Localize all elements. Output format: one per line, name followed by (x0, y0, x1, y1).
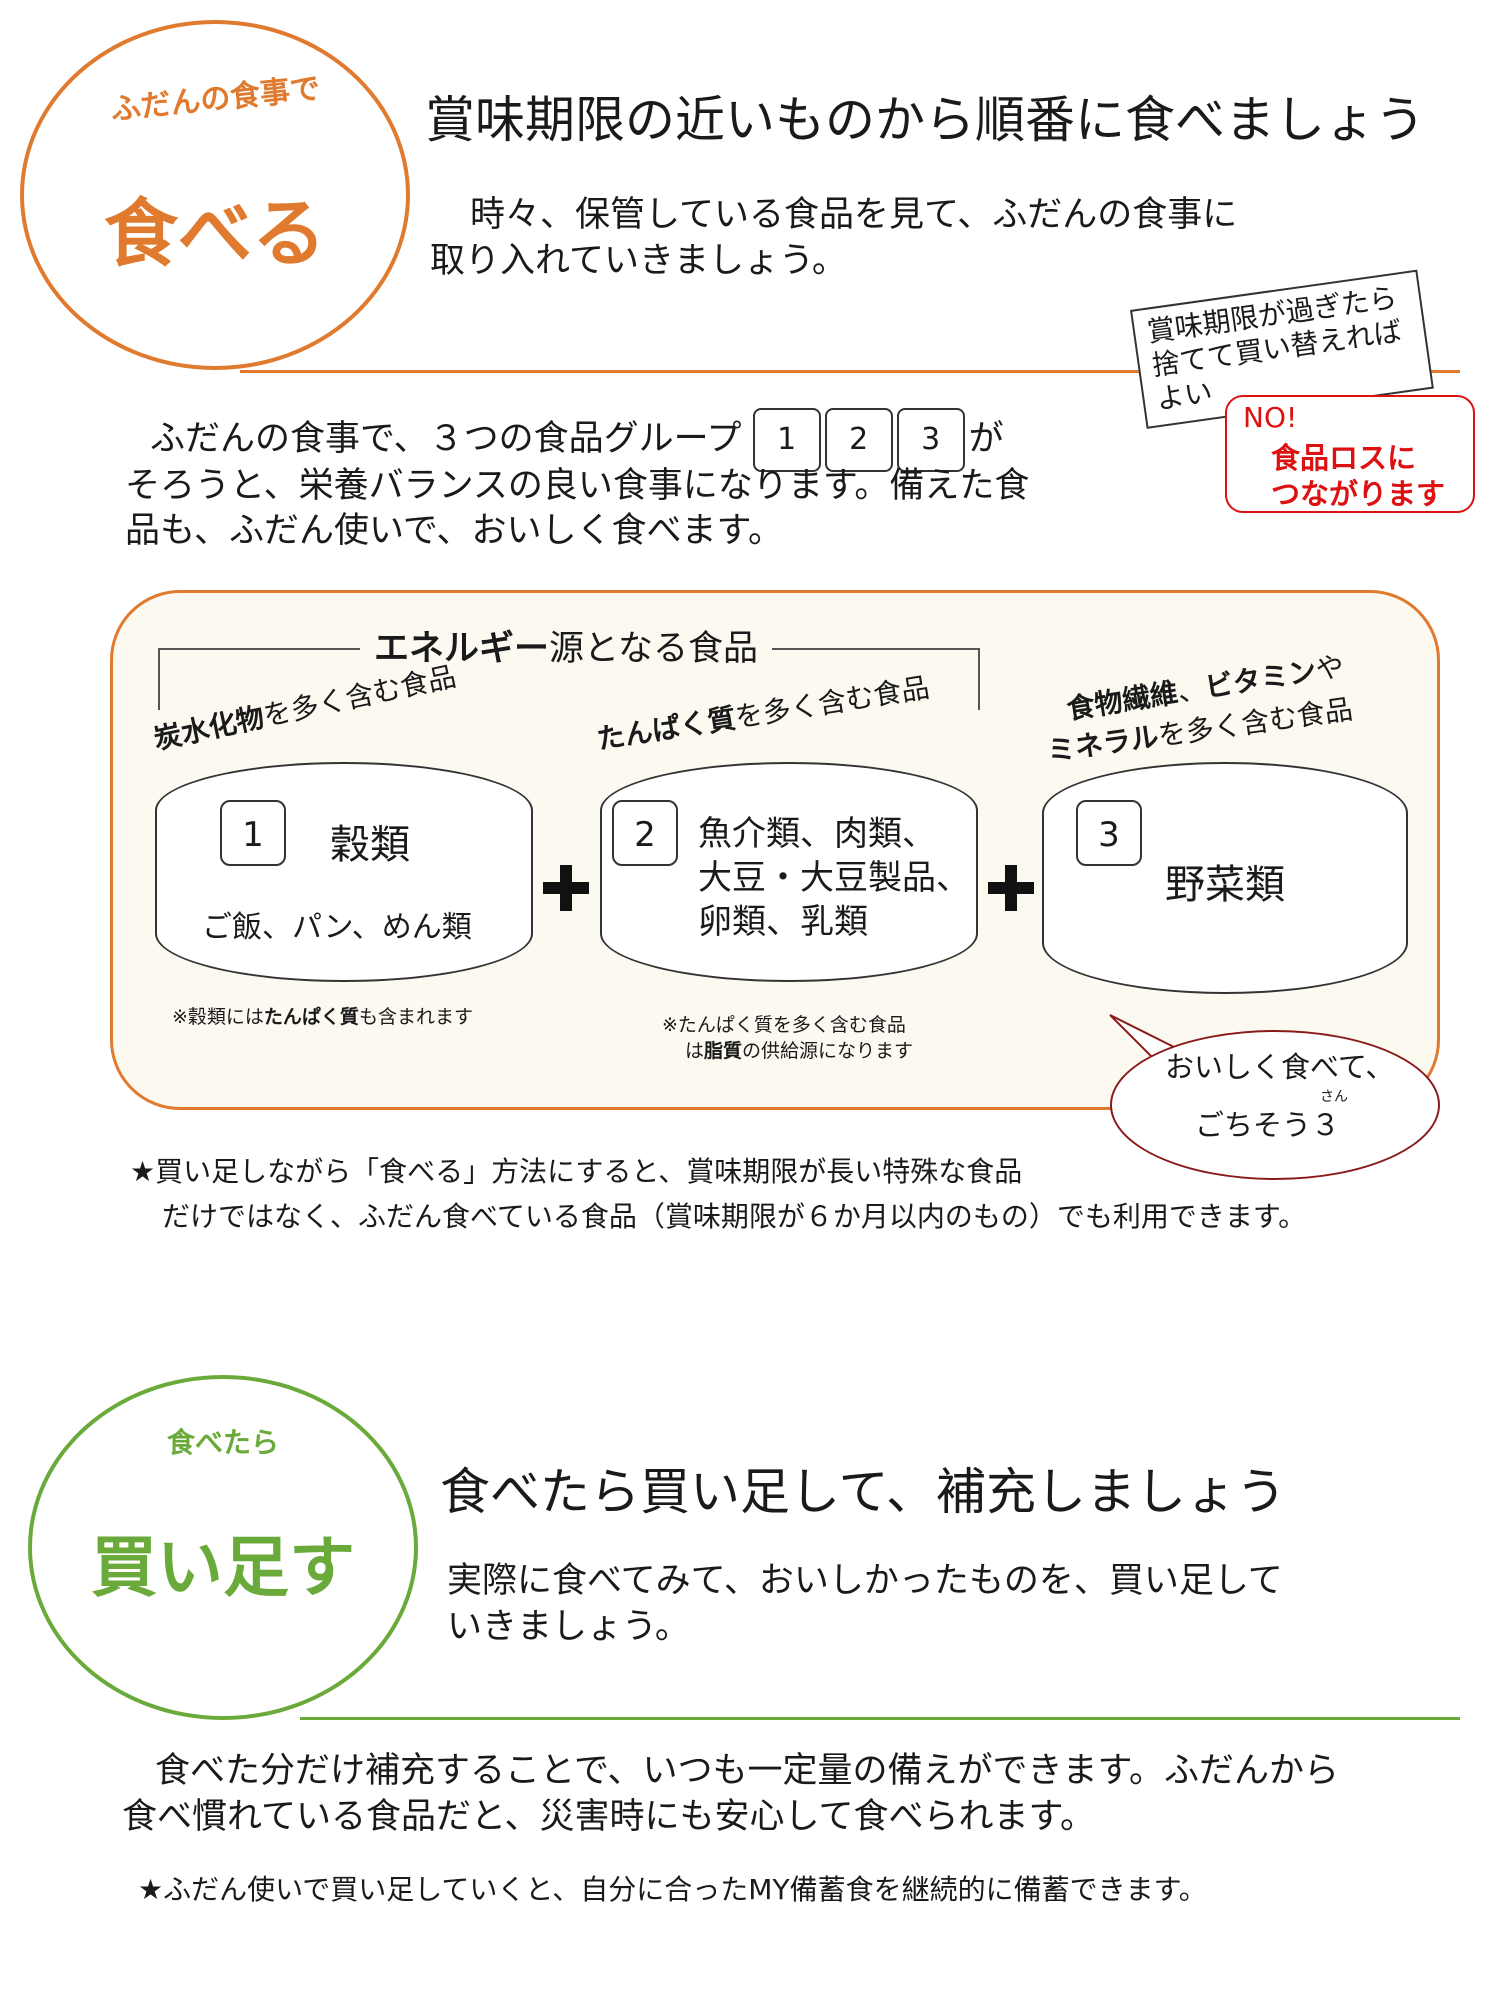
group2-name-line1: 魚介類、肉類、 (698, 814, 936, 854)
orange-divider (240, 370, 1460, 373)
group2-note-bold: 脂質 (704, 1040, 743, 1062)
energy-label-rest: 源となる食品 (549, 629, 758, 669)
eat-body-line1-post: が (968, 419, 1004, 459)
group3-number: 3 (1076, 800, 1142, 866)
buy-circle-subtitle: 食べたら (166, 1426, 279, 1459)
group2-name-line2: 大豆・大豆製品、 (698, 858, 970, 898)
warning-line1: 食品ロスに (1271, 441, 1417, 475)
warning-line2: つながります (1271, 477, 1446, 511)
speech-bubble (1110, 1030, 1440, 1180)
buy-circle-title: 買い足す (91, 1529, 355, 1606)
group2-name-line3: 卵類、乳類 (698, 902, 868, 942)
group1-number: 1 (220, 800, 286, 866)
eat-body-line1-pre: ふだんの食事で、３つの食品グループ (150, 419, 742, 459)
group3-name: 野菜類 (1165, 862, 1285, 908)
eat-star-line2: だけではなく、ふだん食べている食品（賞味期限が６か月以内のもの）でも利用できます… (162, 1200, 1307, 1233)
group2-note-pre: は (685, 1040, 705, 1062)
buy-intro-line2: いきましょう。 (447, 1607, 690, 1647)
group2-note-line1: ※たんぱく質を多く含む食品 (662, 1014, 906, 1036)
group-box-2: 2 (824, 408, 893, 472)
buy-star-line: ★ふだん使いで買い足していくと、自分に合ったMY備蓄食を継続的に備蓄できます。 (138, 1873, 1207, 1906)
buy-circle: 食べたら 買い足す (28, 1375, 418, 1720)
plus-icon-2 (988, 865, 1034, 911)
group2-drum (600, 762, 978, 982)
eat-star-line1: ★買い足しながら「食べる」方法にすると、賞味期限が長い特殊な食品 (130, 1155, 1023, 1188)
eat-circle: ふだんの食事で 食べる (20, 20, 410, 370)
group-box-1: 1 (752, 408, 821, 472)
eat-circle-title: 食べる (104, 191, 326, 277)
group1-name: 穀類 (330, 822, 410, 868)
plus-icon-1 (543, 865, 589, 911)
eat-intro-line2: 取り入れていきましょう。 (430, 241, 847, 281)
group3-label1-rest: や (1313, 649, 1347, 687)
bubble-line1: おいしく食べて、 (1165, 1050, 1395, 1084)
buy-body-line2: 食べ慣れている食品だと、災害時にも安心して食べられます。 (122, 1797, 1096, 1837)
energy-label: エネルギー源となる食品 (360, 620, 772, 671)
group2-note-post: の供給源になります (742, 1040, 914, 1062)
eat-body-line3: 品も、ふだん使いで、おいしく食べます。 (125, 511, 784, 551)
energy-label-bold: エネルギー (374, 629, 550, 669)
group1-note-post: も含まれます (358, 1006, 473, 1028)
group1-note-bold: たんぱく質 (263, 1006, 359, 1028)
group-box-3: 3 (896, 408, 965, 472)
bubble-ruby: さん (1320, 1089, 1348, 1105)
buy-heading: 食べたら買い足して、補充しましょう (440, 1463, 1286, 1521)
food-loss-warning: NO! 食品ロスに つながります (1225, 395, 1475, 513)
eat-body-line2: そろうと、栄養バランスの良い食事になります。備えた食 (125, 466, 1030, 506)
bubble-line2: ごちそう３ (1195, 1108, 1341, 1142)
group1-examples: ご飯、パン、めん類 (202, 910, 472, 945)
buy-intro-line1: 実際に食べてみて、おいしかったものを、買い足して (447, 1561, 1283, 1601)
group2-note-line2: は脂質の供給源になります (685, 1036, 913, 1063)
group2-number: 2 (612, 800, 678, 866)
group1-note-pre: ※穀類には (172, 1006, 264, 1028)
eat-circle-subtitle: ふだんの食事で (109, 71, 322, 128)
green-divider (300, 1717, 1460, 1720)
buy-body-line1: 食べた分だけ補充することで、いつも一定量の備えができます。ふだんから (155, 1751, 1340, 1791)
eat-intro-line1: 時々、保管している食品を見て、ふだんの食事に (470, 195, 1238, 235)
warning-no: NO! (1243, 401, 1298, 434)
eat-heading: 賞味期限の近いものから順番に食べましょう (425, 91, 1425, 149)
group1-drum (155, 762, 533, 982)
group1-note: ※穀類にはたんぱく質も含まれます (172, 1002, 473, 1029)
